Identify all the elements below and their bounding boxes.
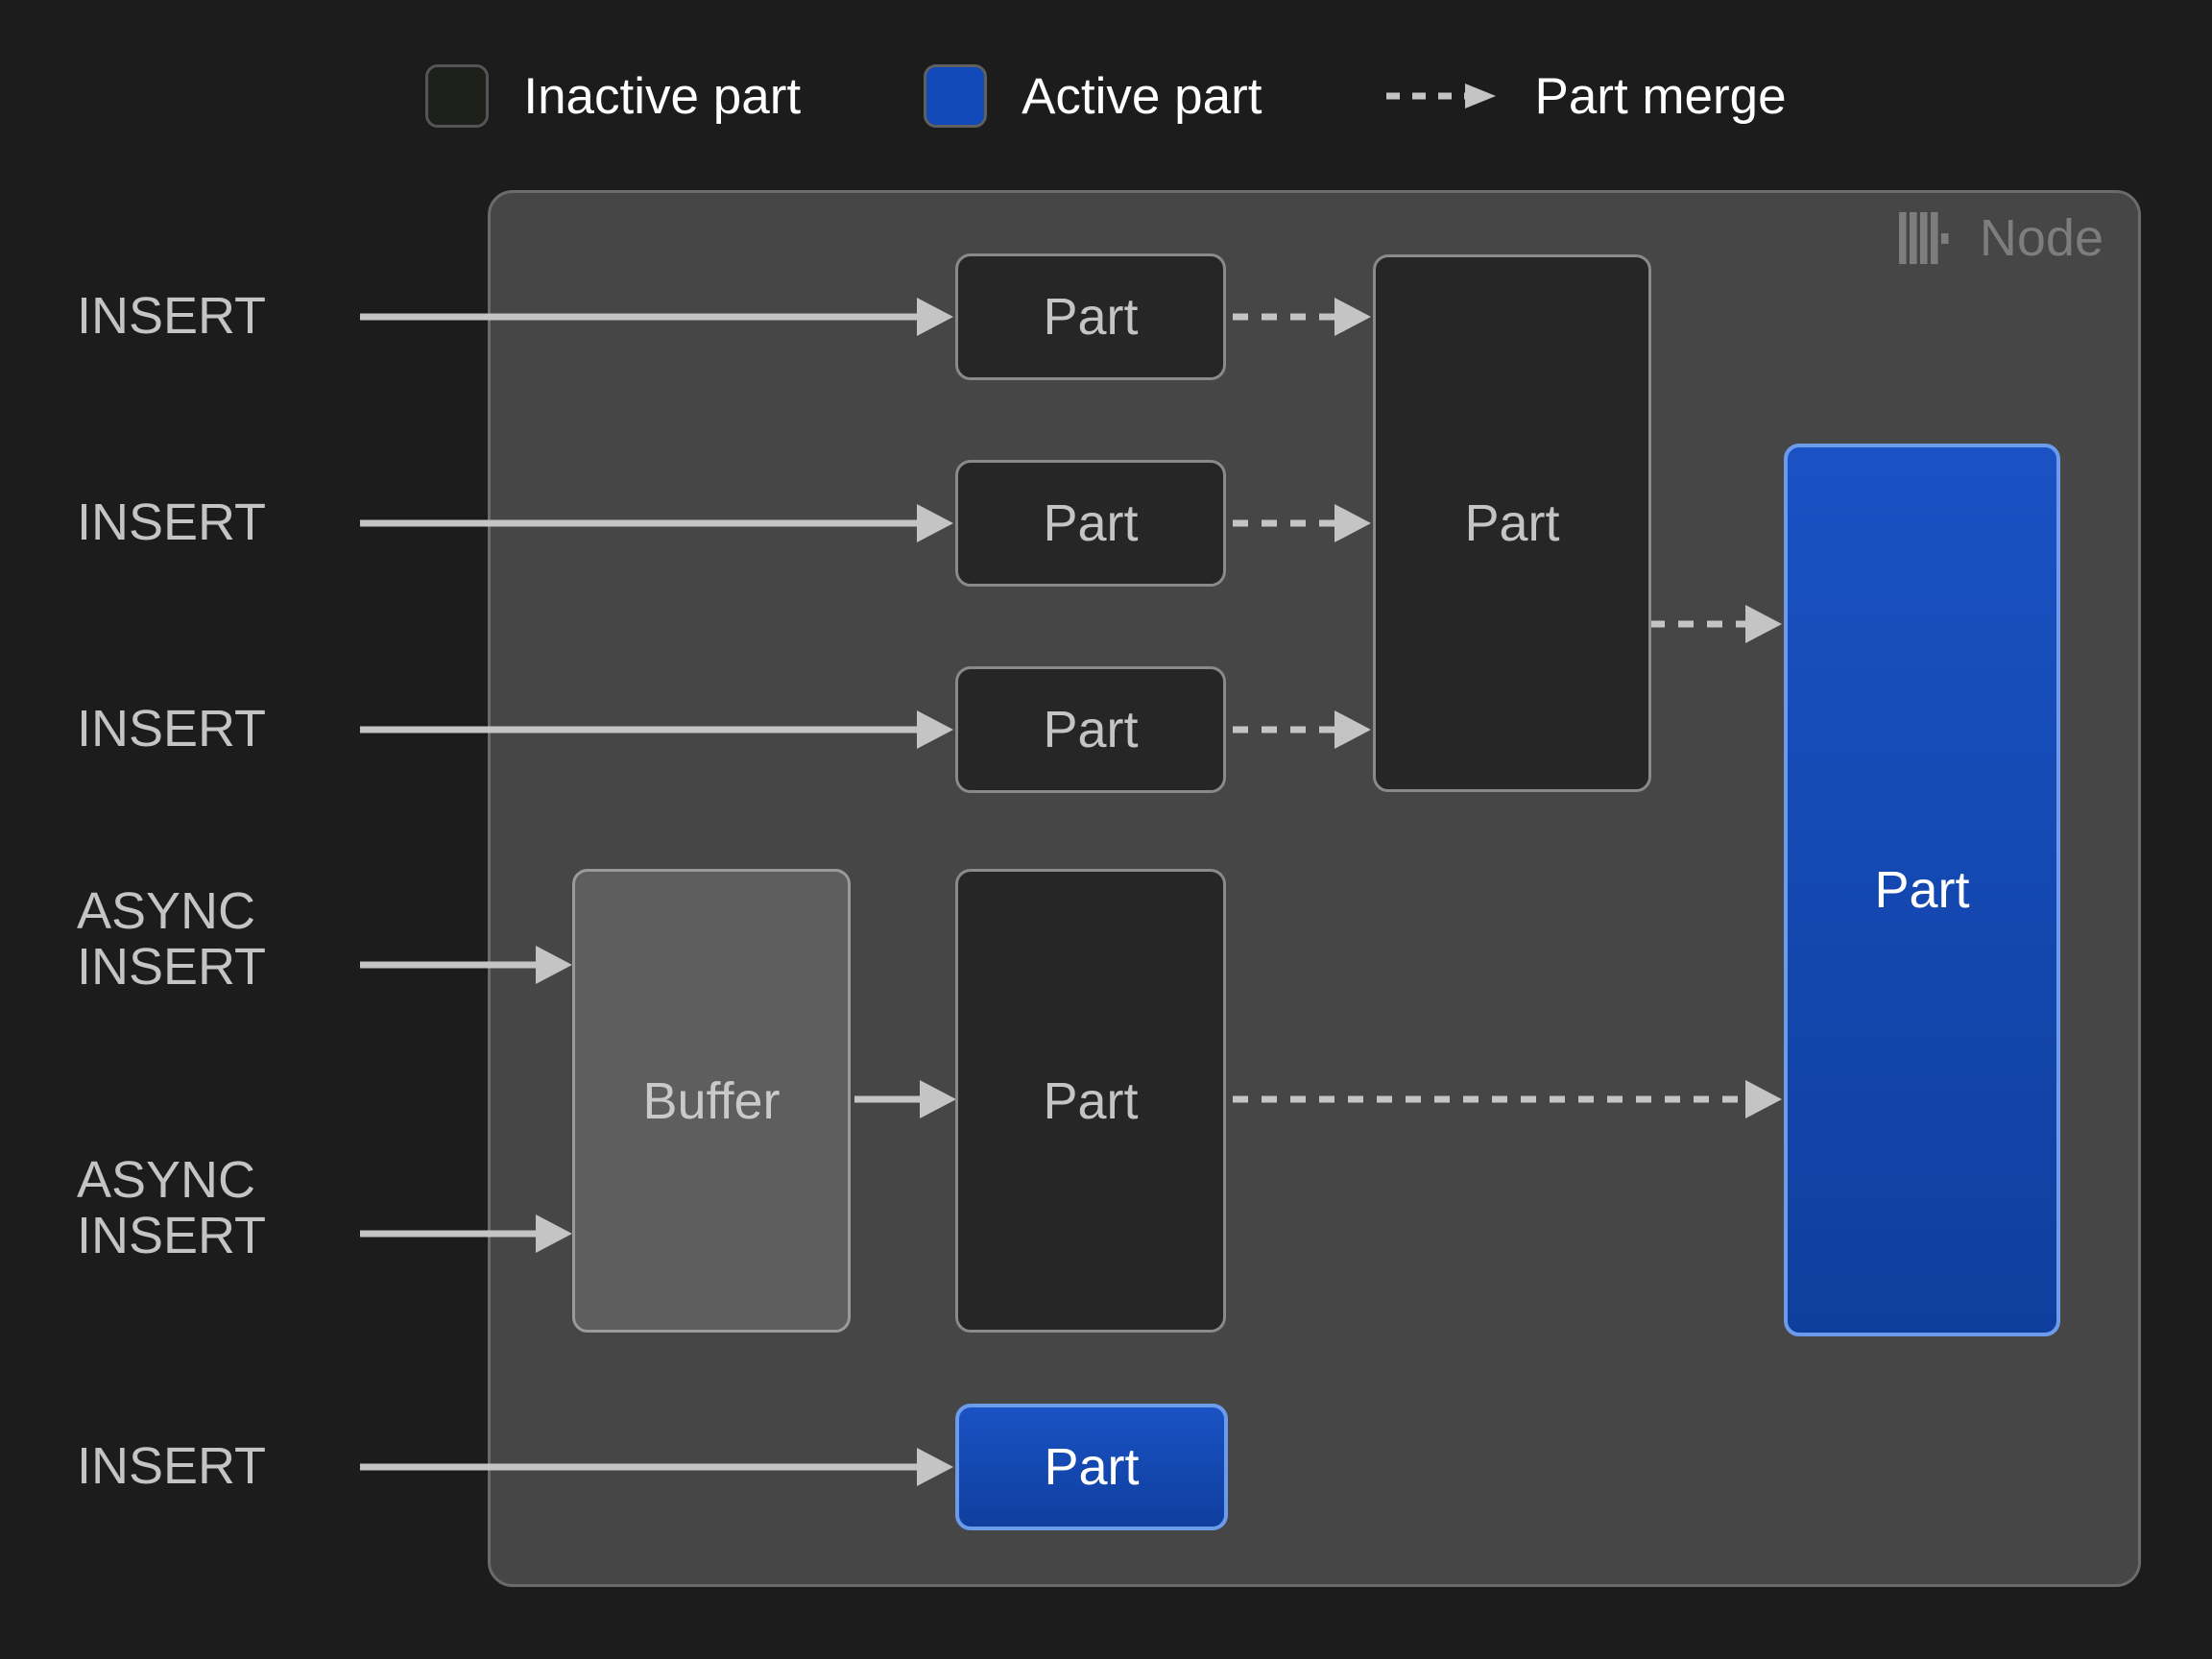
legend-label-active-part: Active part [1022, 67, 1262, 125]
part-box-merged-top[interactable]: Part [1373, 254, 1651, 792]
source-label-async-insert-2: ASYNC INSERT [77, 1151, 267, 1265]
legend-label-part-merge: Part merge [1534, 67, 1787, 125]
source-label-insert-1: INSERT [77, 287, 267, 345]
legend-item-inactive-part: Inactive part [425, 64, 801, 128]
legend-label-inactive-part: Inactive part [523, 67, 802, 125]
legend-item-active-part: Active part [924, 64, 1262, 128]
clickhouse-logo-icon [1898, 212, 1955, 264]
source-label-insert-4: INSERT [77, 1437, 267, 1495]
node-badge: Node [1898, 209, 2104, 267]
legend: Inactive part Active part Part merge [0, 53, 2212, 139]
source-label-insert-3: INSERT [77, 700, 267, 757]
node-label: Node [1979, 209, 2104, 267]
source-label-insert-2: INSERT [77, 493, 267, 551]
part-box-final-active[interactable]: Part [1784, 444, 2060, 1336]
part-box-row-2[interactable]: Part [955, 460, 1226, 587]
active-part-swatch-icon [924, 64, 988, 128]
legend-item-part-merge: Part merge [1384, 67, 1787, 125]
part-box-row-1[interactable]: Part [955, 253, 1226, 380]
buffer-box[interactable]: Buffer [572, 869, 851, 1333]
dashed-arrow-icon [1384, 82, 1500, 110]
source-label-async-insert-1: ASYNC INSERT [77, 882, 267, 997]
part-box-from-buffer[interactable]: Part [955, 869, 1226, 1333]
inactive-part-swatch-icon [425, 64, 490, 128]
part-box-row-3[interactable]: Part [955, 666, 1226, 793]
part-box-direct-active[interactable]: Part [955, 1404, 1228, 1530]
